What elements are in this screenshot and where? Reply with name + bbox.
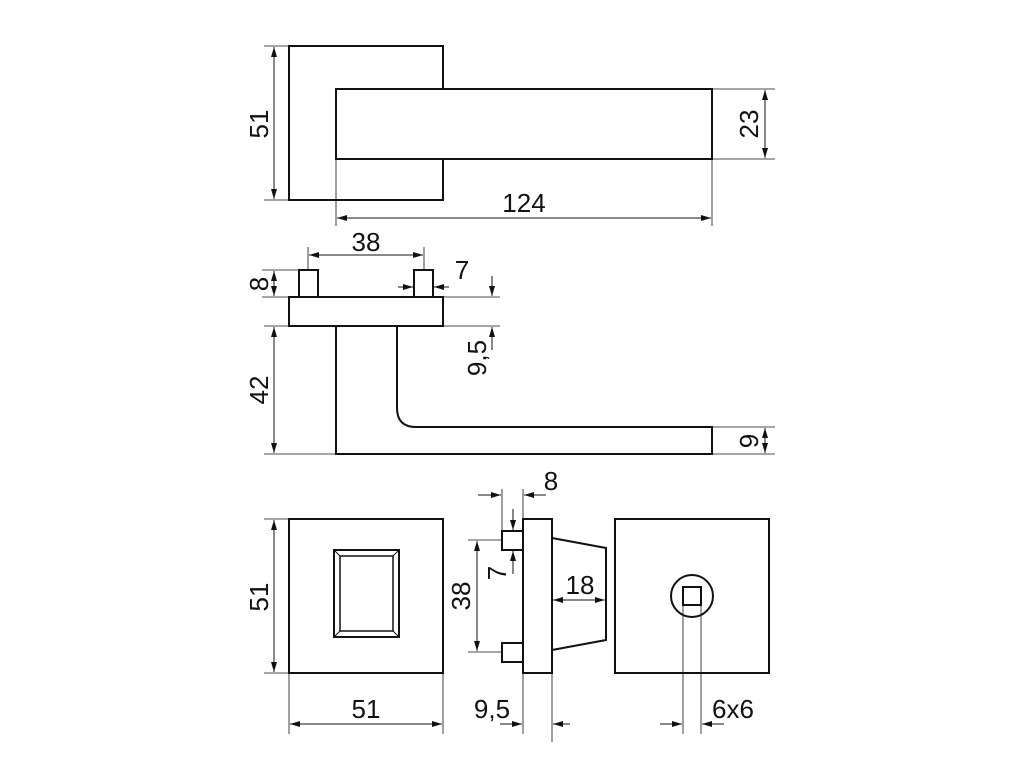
rose-front-outline: [288, 518, 444, 674]
top-rose-height-label: 51: [244, 110, 274, 139]
rose-front-width-label: 51: [352, 694, 381, 724]
side-pin-width-label: 7: [455, 255, 469, 285]
rose-side-pin-top: [501, 530, 524, 551]
side-pin-height-label: 8: [244, 277, 274, 291]
rose-back-view: 6x6: [614, 518, 770, 734]
rose-side-view: 8 7 38 18 9,5: [446, 466, 607, 742]
top-view: 51 23 124: [244, 45, 775, 226]
side-pin-right: [413, 269, 434, 298]
rose-front-height-label: 51: [244, 583, 274, 612]
side-rose-plate: [288, 296, 444, 327]
side-rose-thickness-label: 9,5: [462, 340, 492, 376]
rose-side-boss: [551, 537, 607, 651]
side-pin-spacing-label: 38: [352, 227, 381, 257]
rose-front-view: 51 51: [244, 518, 444, 734]
top-lever-height-label: 23: [734, 110, 764, 139]
rose-side-thickness-label: 9,5: [474, 694, 510, 724]
top-lever-outline: [335, 88, 713, 160]
rose-side-pin-spacing-label: 38: [446, 582, 476, 611]
rose-back-outline: [614, 518, 770, 674]
rose-back-hub-circle: [670, 574, 714, 618]
rose-side-pin-bottom: [501, 642, 524, 663]
rose-back-spindle-label: 6x6: [712, 694, 754, 724]
side-lever-thickness-label: 9: [734, 434, 764, 448]
rose-back-spindle-square: [682, 586, 702, 606]
side-lever-profile: [335, 326, 713, 455]
rose-front-recess-inner: [339, 555, 394, 632]
rose-side-plate: [522, 518, 553, 674]
rose-side-pin-width-label: 7: [482, 566, 512, 580]
side-pin-left: [298, 269, 319, 298]
top-lever-length-label: 124: [502, 188, 545, 218]
rose-side-boss-depth-label: 18: [566, 570, 595, 600]
rose-front-recess-outer: [333, 549, 400, 638]
side-lever-offset-label: 42: [244, 376, 274, 405]
side-view: 38 7 8 9,5 42 9: [244, 227, 775, 455]
rose-side-pin-length-label: 8: [544, 466, 558, 496]
